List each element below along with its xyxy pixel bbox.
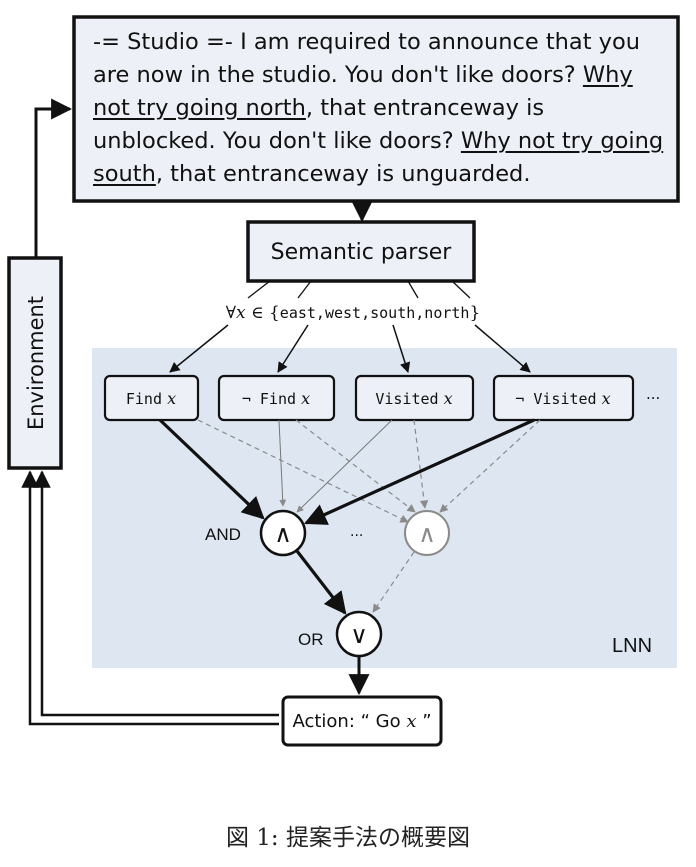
environment-label: Environment [24,296,48,430]
parser-line [407,280,419,299]
predicate-var: x [167,389,176,408]
quantifier-text: ∀x ∈ {east,west,south,north} [226,303,481,323]
and-symbol-faded: ∧ [418,520,436,548]
predicate-var: x [444,389,453,408]
dashed-edge [413,419,429,509]
predicate-var: x [301,389,310,408]
and-label: AND [205,525,241,544]
faded-and-to-or-arrow [372,551,415,613]
parser-line [451,280,471,299]
and-symbol: ∧ [274,520,292,548]
observation-link-text: Why not try going north [93,62,633,121]
svg-text:Find x: Find x [126,389,176,408]
predicate-label: ¬ Visited [515,390,596,408]
semantic-parser-box [246,220,476,283]
env-to-observation-arrow [34,98,73,258]
predicate-label: Visited [375,390,438,408]
quantifier-to-not-find-arrow [277,324,309,373]
predicate-find: Find x [103,374,200,422]
predicate-var: x [602,389,611,408]
and-node-faded [404,510,450,556]
quantifier-to-find-arrow [169,324,229,373]
action-label: Action: “ Go x ” [292,711,431,732]
observation-segment: , that entranceway is unblocked. You don… [93,95,545,154]
action-box [281,695,443,747]
action-to-environment-arrow [21,470,279,726]
lnn-label: LNN [612,635,652,657]
thick-edge [303,418,535,525]
predicate-label: ¬ Find [242,390,296,408]
observation-text: -= Studio =- I am required to announce t… [93,26,673,191]
and-ellipsis: ... [350,524,363,540]
parser-line [247,280,271,299]
observation-link-text: Why not try going south [93,128,664,187]
or-label: OR [298,630,324,649]
and-to-or-arrow [295,550,347,615]
predicate-label: Find [126,390,162,408]
parser-line [297,280,312,299]
thin-edge [278,419,287,507]
observation-segment: , that entranceway is unguarded. [155,161,531,187]
observation-box [72,15,680,203]
thick-edge [158,418,265,520]
or-symbol: ∨ [350,621,368,649]
dashed-edge [439,419,541,513]
observation-segment: -= Studio =- I am required to announce t… [93,29,641,88]
predicate-not-find: ¬ Find x [217,374,336,422]
svg-text:¬ Visited x: ¬ Visited x [515,389,610,408]
predicate-visited: Visited x [354,374,475,422]
quantifier-to-not-visited-arrow [474,324,531,373]
dashed-edge [295,419,416,513]
quantifier-to-visited-arrow [392,324,411,374]
thin-edge [296,419,393,513]
svg-text:¬ Find x: ¬ Find x [242,389,310,408]
dashed-edge [197,419,409,523]
semantic-parser-label: Semantic parser [271,240,453,265]
predicate-not-visited: ¬ Visited x [492,374,635,422]
and-node [259,509,307,557]
svg-text:Visited x: Visited x [375,389,452,408]
more-predicates-ellipsis: ... [646,385,660,403]
figure-caption: 図 1: 提案手法の概要図 [225,825,470,851]
